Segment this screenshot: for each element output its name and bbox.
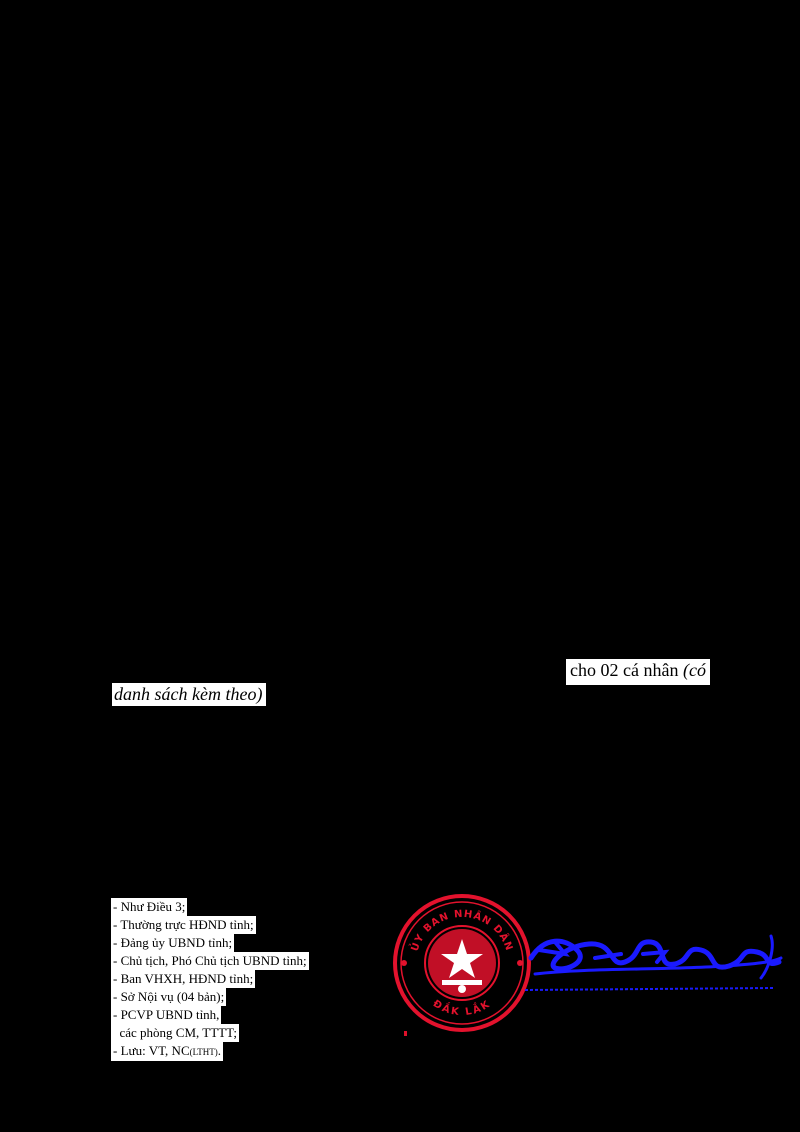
archive-text: - Lưu: VT, NC	[113, 1043, 190, 1058]
text-fragment-line-2: danh sách kèm theo)	[112, 683, 267, 706]
fragment-italic-text: (có	[682, 660, 706, 680]
recipient-list: - Như Điều 3; - Thường trực HĐND tỉnh; -…	[111, 898, 309, 1061]
recipient-item-archive: - Lưu: VT, NC(LTHT).	[111, 1042, 224, 1061]
archive-end: .	[217, 1043, 222, 1058]
recipient-item: - Sở Nội vụ (04 bản);	[111, 988, 227, 1006]
official-seal-icon: ỦY BAN NHÂN DÂN ĐẮK LẮK	[393, 894, 531, 1032]
recipient-item: - Ban VHXH, HĐND tỉnh;	[111, 970, 256, 988]
recipient-item: các phòng CM, TTTT;	[111, 1024, 239, 1042]
fragment-text: cho 02 cá nhân	[570, 660, 683, 680]
svg-text:ĐẮK LẮK: ĐẮK LẮK	[431, 998, 493, 1018]
seal-text-bottom: ĐẮK LẮK	[431, 998, 491, 1018]
recipient-item: - PCVP UBND tỉnh,	[111, 1006, 222, 1024]
archive-code: (LTHT)	[189, 1047, 218, 1057]
handwritten-signature-icon	[525, 934, 783, 991]
recipient-item: - Như Điều 3;	[111, 898, 188, 916]
recipient-item: - Chủ tịch, Phó Chủ tịch UBND tỉnh;	[111, 952, 309, 970]
recipient-item: - Đảng ủy UBND tỉnh;	[111, 934, 235, 952]
seal-mark	[404, 1031, 407, 1036]
text-fragment-line-1: cho 02 cá nhân (có	[566, 659, 710, 685]
recipient-item: - Thường trực HĐND tỉnh;	[111, 916, 256, 934]
